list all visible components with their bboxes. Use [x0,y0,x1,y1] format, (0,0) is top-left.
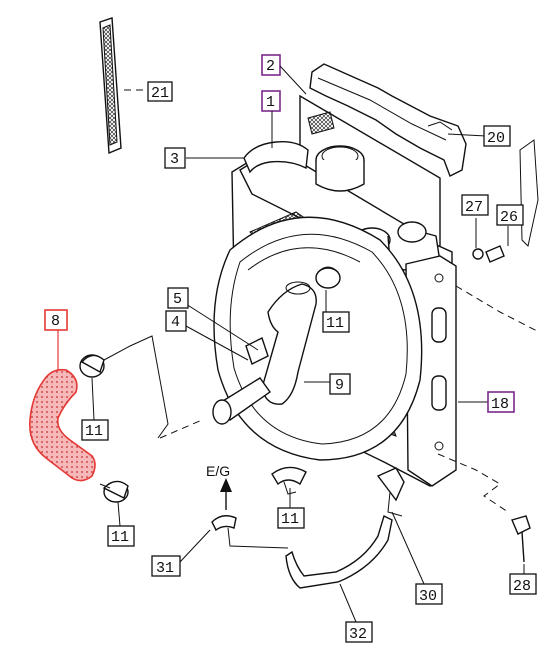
callout-3: 3 [164,147,186,169]
callout-5: 5 [167,287,189,309]
callout-26: 26 [496,204,524,226]
routing-lines [129,303,259,439]
svg-text:5: 5 [173,291,182,308]
svg-text:31: 31 [156,560,174,577]
svg-text:18: 18 [491,396,509,413]
callout-4: 4 [165,310,187,332]
lower-outlet-pipe [212,337,271,425]
callout-8: 8 [44,309,68,331]
callout-9: 9 [329,373,351,395]
callout-11-upper: 11 [322,311,350,333]
clamp-11-left-lower [99,480,129,527]
callout-20: 20 [483,125,511,147]
clamp-11-lower [271,466,307,508]
svg-text:11: 11 [281,511,299,528]
svg-text:8: 8 [51,313,60,330]
clamp-11-upper [315,266,341,312]
fan-shroud [213,216,423,461]
svg-text:4: 4 [171,314,180,331]
svg-text:20: 20 [487,130,505,147]
callout-2: 2 [261,54,281,76]
svg-text:27: 27 [465,199,483,216]
callout-31: 31 [151,555,181,577]
callout-1: 1 [261,90,281,112]
callout-21: 21 [147,81,173,102]
part-28-bolt [437,401,531,574]
svg-text:11: 11 [111,529,129,546]
part-20-shroud-plate [309,63,487,177]
svg-text:28: 28 [513,578,531,595]
callout-27: 27 [461,194,489,216]
callout-18: 18 [487,391,515,413]
svg-text:3: 3 [170,151,179,168]
callout-11-left-lower: 11 [107,525,135,547]
callout-28: 28 [509,573,537,595]
svg-text:11: 11 [326,315,344,332]
part-8-hose-highlighted [29,330,96,482]
callout-30: 30 [415,583,443,605]
svg-text:30: 30 [419,588,437,605]
svg-text:32: 32 [349,626,367,643]
clamp-11-left-upper [79,345,131,421]
part-9-hose [261,281,330,405]
svg-text:2: 2 [266,58,275,75]
part-21-strip [99,17,148,155]
drain-assembly [179,467,425,623]
svg-text:1: 1 [266,94,275,111]
callout-11-lower: 11 [277,507,305,529]
svg-text:9: 9 [335,377,344,394]
svg-text:11: 11 [85,423,103,440]
part-26-27-fittings [455,139,539,333]
svg-text:26: 26 [500,209,518,226]
callout-11-left-upper: 11 [81,419,109,441]
direction-label-eg: E/G [206,463,230,479]
svg-text:21: 21 [151,85,169,102]
callout-32: 32 [345,621,373,643]
